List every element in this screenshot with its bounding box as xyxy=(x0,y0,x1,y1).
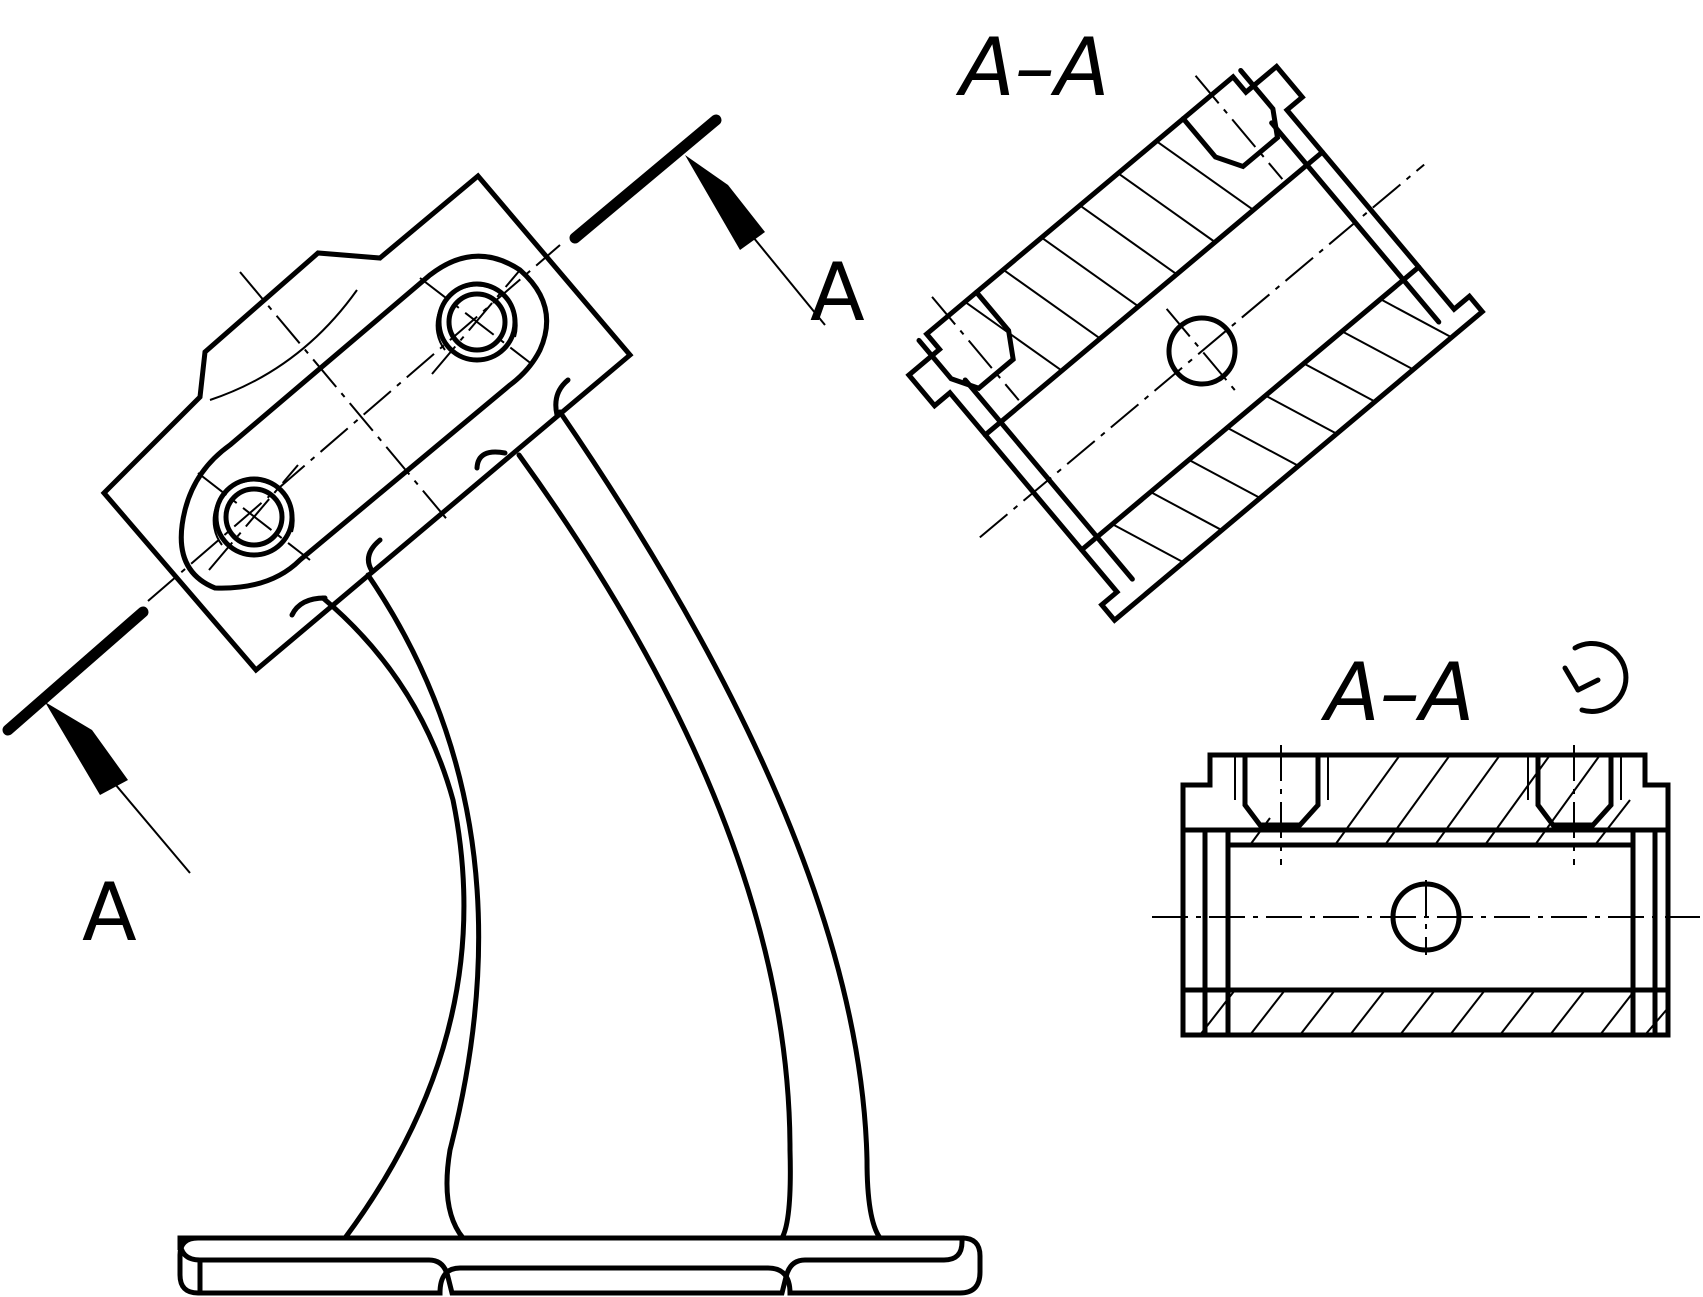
fillet-1 xyxy=(289,595,328,618)
centerline-diagonal xyxy=(239,271,451,524)
cutting-plane-upper xyxy=(569,114,722,244)
centerline-hole-right-b xyxy=(431,269,521,375)
section-rotated: A–A xyxy=(905,21,1486,624)
section-rotated-title: A–A xyxy=(955,21,1109,114)
base-plate-outline xyxy=(177,1235,983,1296)
cut-label-right: A xyxy=(810,246,865,339)
slot-outline xyxy=(178,253,550,591)
hole-left-inner xyxy=(223,486,285,548)
centerline-main xyxy=(147,244,561,602)
section-straight: A–A xyxy=(1152,641,1700,1038)
section-rotated-hole-left xyxy=(916,289,1016,392)
section-straight-title: A–A xyxy=(1320,646,1474,739)
fillet-4 xyxy=(553,377,571,418)
fillet-3 xyxy=(474,449,508,471)
section-rotated-hole-right xyxy=(1180,67,1281,170)
rib-right-outer xyxy=(557,409,883,1241)
cutting-plane-lower xyxy=(2,606,149,736)
hole-right-inner xyxy=(446,291,508,353)
hole-left-thread xyxy=(212,479,295,546)
rib-left-outer xyxy=(320,595,467,1241)
section-rotated-hatch xyxy=(964,140,1453,564)
rib-right-inner xyxy=(516,452,793,1241)
base-plate xyxy=(177,1235,965,1296)
hole-right-outer xyxy=(436,281,518,363)
hole-left-outer xyxy=(213,476,295,558)
view-arrow-right xyxy=(685,155,826,326)
head-arc xyxy=(209,289,358,401)
section-straight-hatch-lower xyxy=(1199,989,1669,1036)
head-block xyxy=(100,172,634,674)
section-straight-body xyxy=(1180,752,1671,1038)
fillet-2 xyxy=(365,537,383,574)
view-arrow-left xyxy=(45,702,191,874)
rib-left-inner xyxy=(365,572,482,1241)
main-view-bracket: A A xyxy=(2,114,983,1296)
centerline-hole-left-b xyxy=(208,464,299,571)
section-rotated-body xyxy=(905,62,1486,624)
rotation-symbol-icon xyxy=(1562,641,1629,714)
cut-label-left: A xyxy=(82,866,137,959)
hole-right-thread xyxy=(435,284,518,351)
